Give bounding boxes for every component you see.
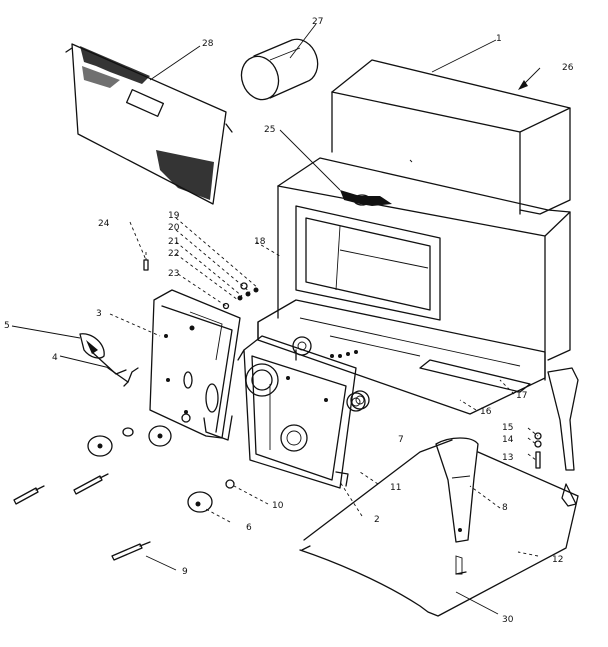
- callout-26: 26: [562, 63, 574, 73]
- part-4-handle-rod: [107, 367, 139, 387]
- callout-20: 20: [168, 223, 180, 233]
- part-24-pin: [143, 252, 149, 271]
- callout-28: 28: [202, 39, 214, 49]
- part-27-cylinder: [240, 38, 319, 101]
- part-3-left-panel: [149, 289, 241, 441]
- callout-10: 10: [272, 501, 284, 511]
- part-28-grille: [65, 43, 233, 205]
- callout-21: 21: [168, 237, 179, 247]
- part-5-handle: [79, 333, 127, 375]
- callout-7: 7: [398, 435, 404, 445]
- part-25-emblem: [340, 190, 392, 206]
- callout-24: 24: [98, 219, 110, 229]
- screws-13-15: [534, 432, 542, 469]
- main-cabinet-body: [257, 157, 571, 415]
- callout-25: 25: [264, 125, 275, 135]
- callout-14: 14: [502, 435, 514, 445]
- callout-15: 15: [502, 423, 513, 433]
- callout-2: 2: [374, 515, 380, 525]
- callout-17: 17: [516, 391, 527, 401]
- callout-30: 30: [502, 615, 514, 625]
- callout-27: 27: [312, 17, 323, 27]
- callout-13: 13: [502, 453, 513, 463]
- callout-12: 12: [552, 555, 563, 565]
- callout-3: 3: [96, 309, 102, 319]
- callout-18: 18: [254, 237, 266, 247]
- part-2-door: [237, 335, 366, 489]
- callout-1: 1: [496, 34, 502, 44]
- leader-lines: [11, 23, 541, 615]
- callout-19: 19: [168, 211, 180, 221]
- screws-19-23: [222, 282, 259, 310]
- callout-23: 23: [168, 269, 179, 279]
- callout-16: 16: [480, 407, 492, 417]
- callout-labels: 1 2 3 4 5 6 7 8 9 10 11 12 13 14 15 16 1…: [4, 17, 574, 625]
- callout-11: 11: [390, 483, 401, 493]
- callout-5: 5: [4, 321, 10, 331]
- callout-9: 9: [182, 567, 188, 577]
- callout-8: 8: [502, 503, 508, 513]
- part-8-leg: [435, 437, 479, 543]
- callout-6: 6: [246, 523, 252, 533]
- part-1-top-cabinet: [331, 59, 571, 215]
- right-leg: [547, 367, 579, 507]
- knobs-and-bolts-left: [13, 413, 235, 561]
- callout-22: 22: [168, 249, 179, 259]
- part-30-floor-panel: [299, 439, 579, 617]
- callout-4: 4: [52, 353, 58, 363]
